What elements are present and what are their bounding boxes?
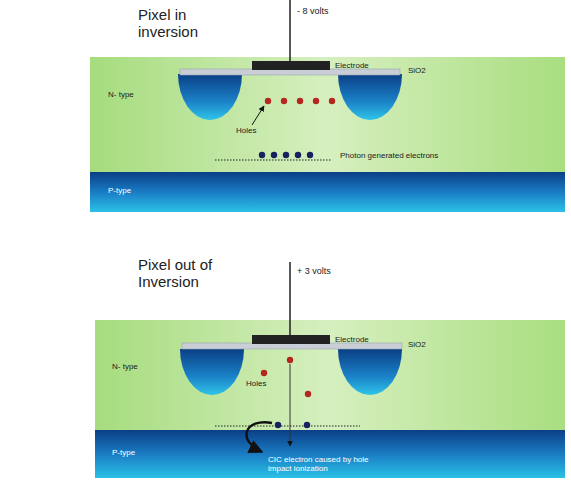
region-label: N- type bbox=[108, 90, 134, 99]
electrode bbox=[252, 335, 330, 344]
panel-title: Pixel out of Inversion bbox=[138, 256, 248, 291]
n-type-region bbox=[95, 320, 565, 433]
callout-label: CIC electron caused by hole impact ioniz… bbox=[268, 455, 386, 473]
region-label: P-type bbox=[112, 448, 135, 457]
part-label: Holes bbox=[236, 126, 256, 135]
holes bbox=[261, 357, 311, 397]
part-label: SiO2 bbox=[408, 66, 426, 75]
bottom-panel bbox=[95, 262, 565, 478]
voltage-label: - 8 volts bbox=[297, 6, 329, 16]
p-type-band bbox=[95, 430, 565, 478]
part-label: Holes bbox=[246, 379, 266, 388]
part-label: Electrode bbox=[335, 335, 369, 344]
electrons bbox=[275, 422, 310, 428]
hole-path bbox=[290, 364, 291, 446]
part-label: Photon generated electrons bbox=[340, 151, 438, 160]
region-label: P-type bbox=[108, 186, 131, 195]
voltage-label: + 3 volts bbox=[297, 266, 331, 276]
p-type-band bbox=[90, 172, 565, 212]
left-well bbox=[178, 74, 242, 120]
n-type-region bbox=[90, 57, 565, 175]
cic-arrow bbox=[246, 422, 272, 452]
right-well bbox=[338, 74, 402, 120]
dotted-level bbox=[215, 426, 360, 427]
gate-wire bbox=[289, 262, 291, 335]
electrode bbox=[252, 61, 330, 70]
panel-title: Pixel in inversion bbox=[138, 6, 218, 41]
dotted-level bbox=[215, 160, 332, 161]
gate-wire bbox=[289, 0, 291, 61]
left-well bbox=[180, 349, 244, 395]
part-label: Electrode bbox=[335, 61, 369, 70]
holes-leader bbox=[252, 106, 264, 125]
holes bbox=[265, 98, 335, 104]
electrons bbox=[259, 152, 313, 158]
top-panel bbox=[90, 0, 565, 212]
part-label: SiO2 bbox=[408, 340, 426, 349]
region-label: N- type bbox=[112, 362, 138, 371]
right-well bbox=[338, 349, 402, 395]
